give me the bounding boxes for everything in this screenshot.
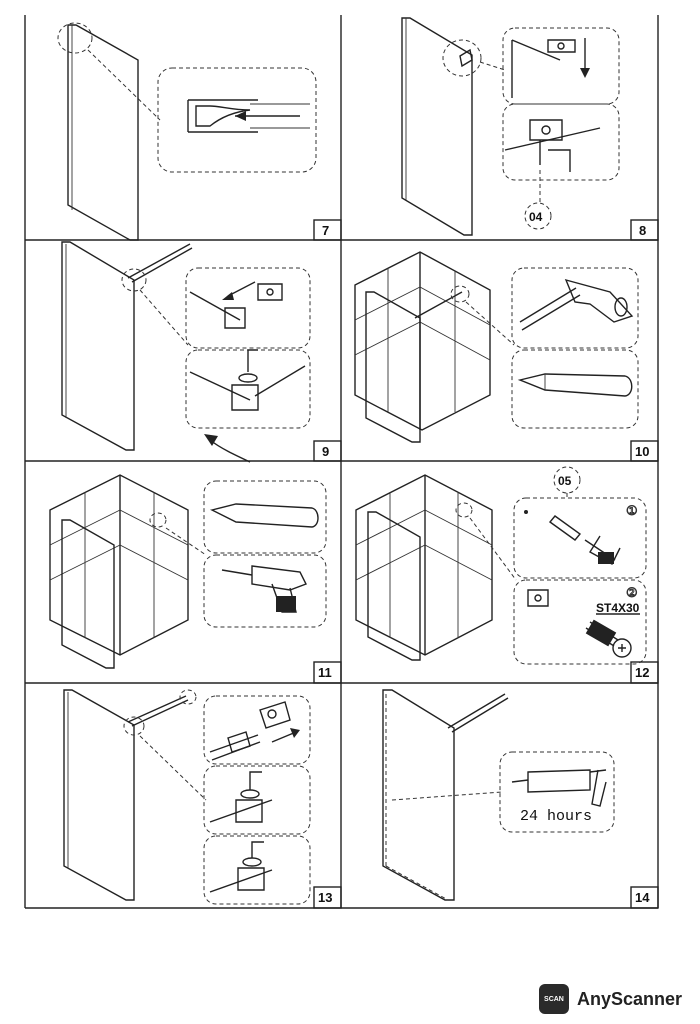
- screw-label: ST4X30: [596, 601, 640, 615]
- step-number: 11: [318, 665, 332, 680]
- step-number: 8: [639, 223, 646, 238]
- step-number: 10: [635, 444, 649, 459]
- tiled-corner: [49, 474, 189, 656]
- step-number-box: [313, 440, 342, 462]
- part-label-circle: [524, 202, 552, 230]
- step-13-panel: 13: [63, 689, 342, 909]
- step-number-box: [630, 661, 659, 684]
- step-number: 9: [322, 444, 329, 459]
- detail-circle-top: [179, 689, 197, 705]
- detail-box-middle: [203, 765, 311, 835]
- detail-box-top: [511, 267, 639, 349]
- sub-label-1: ①: [626, 504, 638, 519]
- anchor-hammer-detail: [524, 510, 621, 565]
- bracket-detail: [504, 38, 601, 172]
- detail-circle: [442, 39, 482, 77]
- glass-panel: [382, 689, 455, 901]
- scanner-watermark: SCAN AnyScanner: [538, 984, 682, 1014]
- part-label: 05: [558, 474, 572, 488]
- step-number: 12: [635, 665, 649, 680]
- cure-time-label: 24 hours: [520, 808, 592, 825]
- bracket-screw-detail: [527, 589, 632, 658]
- detail-circle: [121, 268, 147, 292]
- detail-circle: [123, 716, 145, 736]
- saw-icon: [519, 278, 634, 331]
- step-number-box: [313, 661, 342, 684]
- step-number-box: [313, 219, 342, 241]
- pencil-icon: [517, 373, 633, 397]
- step-14-panel: 24 hours 14: [382, 689, 659, 909]
- step-number: 13: [318, 890, 332, 905]
- step-number-box: [630, 440, 659, 462]
- seal-profile-detail: [187, 99, 310, 133]
- detail-box-bottom: [511, 349, 639, 429]
- bracket-attach-detail: [189, 281, 306, 411]
- step-number-box: [630, 219, 659, 241]
- step-12-panel: 05 ① ② ST4X30 12: [355, 466, 659, 684]
- glass-panel: [61, 519, 115, 669]
- glass-panel: [401, 17, 473, 236]
- step-number: 14: [635, 890, 650, 905]
- step-7-panel: 7: [57, 22, 342, 241]
- detail-box: [157, 67, 317, 173]
- pencil-icon: [209, 503, 319, 528]
- glass-panel: [367, 511, 421, 661]
- step-11-panel: 11: [49, 474, 342, 684]
- glass-panel: [63, 689, 135, 901]
- detail-circle: [450, 285, 470, 303]
- detail-box-bottom: [502, 103, 620, 181]
- drill-icon: [221, 565, 307, 613]
- detail-box-top: [203, 695, 311, 765]
- caulk-gun-icon: [511, 769, 607, 807]
- rod-bracket-detail: [209, 701, 300, 893]
- detail-box-top: [185, 267, 311, 349]
- glass-panel: [365, 291, 421, 443]
- step-8-panel: 04 8: [401, 17, 659, 241]
- detail-circle: [455, 502, 473, 518]
- scanner-brand-name: AnyScanner: [576, 988, 682, 1009]
- tiled-corner: [355, 474, 493, 656]
- sub-label-2: ②: [626, 586, 638, 601]
- tiled-corner: [354, 251, 491, 431]
- detail-circle: [149, 512, 167, 528]
- glass-panel: [67, 24, 139, 241]
- part-label: 04: [529, 210, 543, 224]
- part-label-circle: [553, 466, 581, 494]
- detail-box-bottom: [513, 579, 647, 665]
- scanner-logo-icon: SCAN: [538, 984, 569, 1014]
- detail-box-top: [513, 497, 647, 579]
- detail-box: [499, 751, 615, 833]
- step-number-box: [313, 886, 342, 909]
- step-9-panel: 9: [61, 241, 342, 463]
- detail-box-top: [203, 480, 327, 554]
- detail-box-bottom: [203, 835, 311, 905]
- step-10-panel: 10: [354, 251, 659, 462]
- detail-box-bottom: [203, 554, 327, 628]
- step-number-box: [630, 886, 659, 909]
- detail-circle: [57, 22, 93, 54]
- glass-panel: [61, 241, 135, 451]
- step-number: 7: [322, 223, 329, 238]
